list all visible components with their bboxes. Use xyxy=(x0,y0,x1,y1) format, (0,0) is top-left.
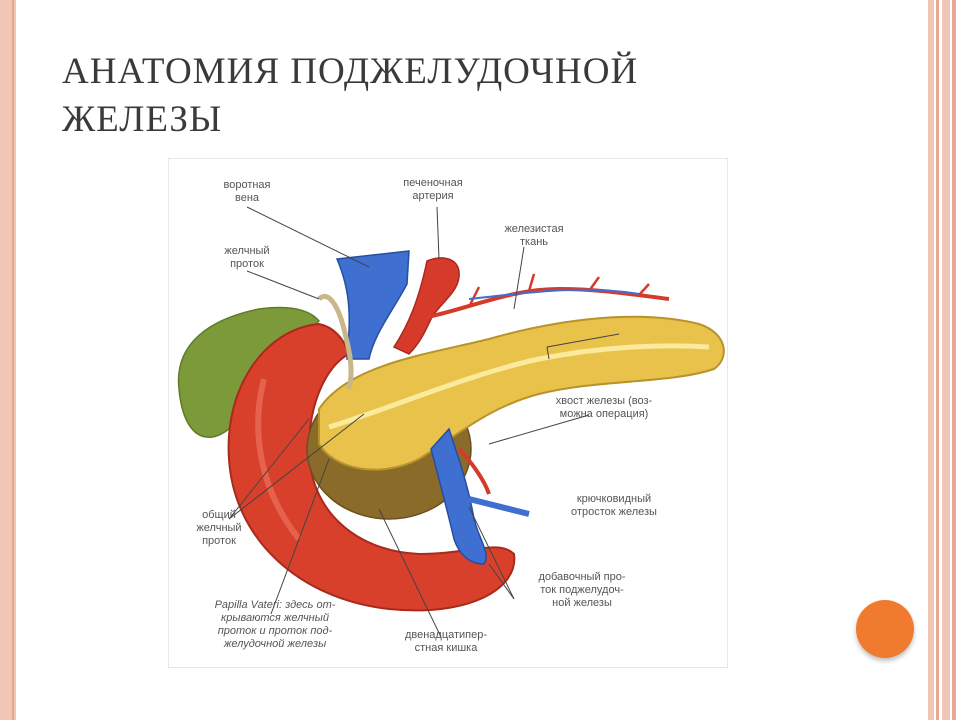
left-border-strip xyxy=(0,0,16,720)
label-papilla-vateri: Papilla Vateri: здесь от- крываются желч… xyxy=(214,599,336,650)
label-accessory-duct: добавочный про- ток поджелудоч- ной желе… xyxy=(538,571,626,609)
pancreas-anatomy-figure: воротная вена печеночная артерия желчный… xyxy=(168,158,728,668)
pancreas-illustration xyxy=(177,206,725,638)
slide-title: АНАТОМИЯ ПОДЖЕЛУДОЧНОЙ ЖЕЛЕЗЫ xyxy=(62,48,822,144)
label-uncinate-process: крючковидный отросток железы xyxy=(571,493,657,518)
label-tail: хвост железы (воз- можна операция) xyxy=(555,395,653,420)
accent-circle xyxy=(856,600,914,658)
title-line-1: АНАТОМИЯ ПОДЖЕЛУДОЧНОЙ xyxy=(62,51,639,92)
right-border-stripes xyxy=(918,0,960,720)
label-glandular-tissue: железистая ткань xyxy=(504,223,564,248)
label-duodenum: двенадцатипер- стная кишка xyxy=(404,629,488,654)
label-bile-duct: желчный проток xyxy=(224,245,270,270)
label-hepatic-artery: печеночная артерия xyxy=(403,177,463,202)
title-line-2: ЖЕЛЕЗЫ xyxy=(62,99,223,140)
label-common-bile-duct: общий желчный проток xyxy=(196,509,242,547)
label-portal-vein: воротная вена xyxy=(223,179,271,204)
